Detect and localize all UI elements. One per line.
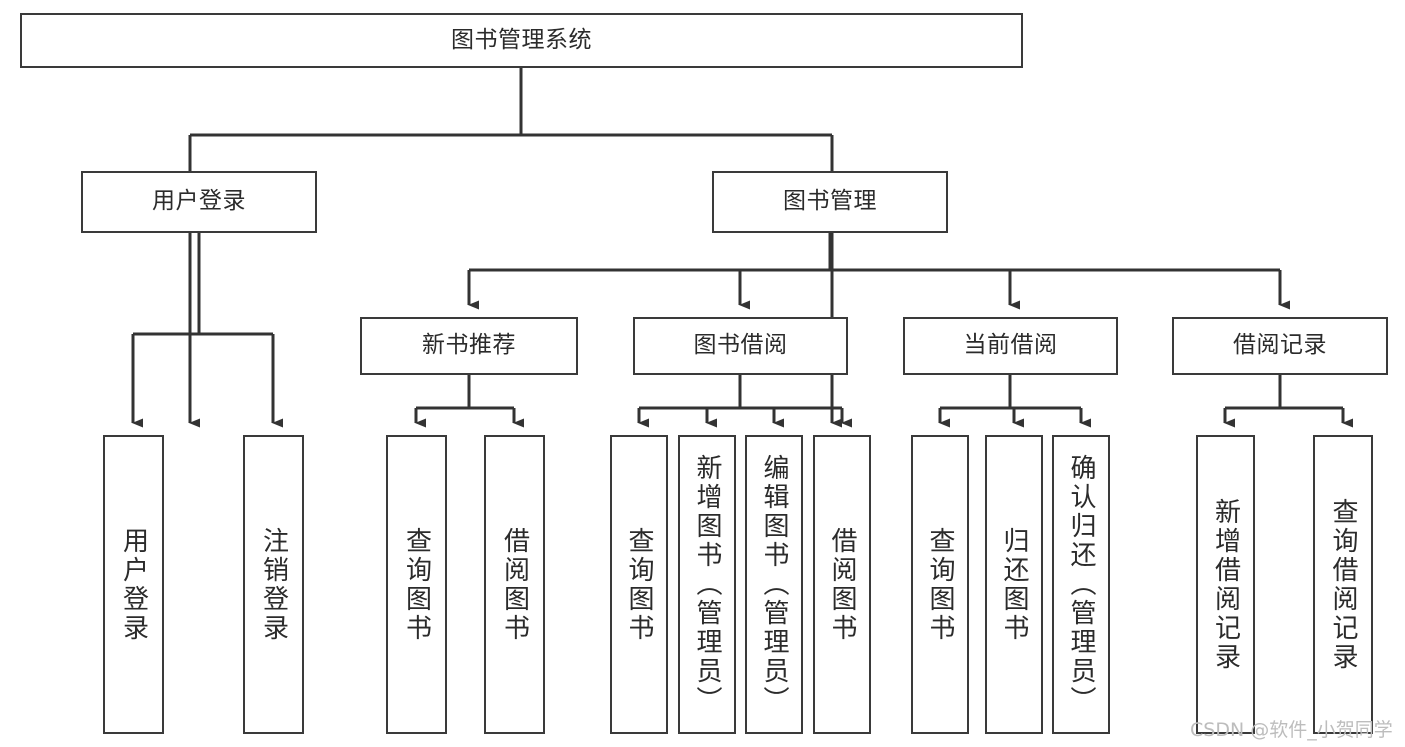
node-label: 图书管理	[783, 188, 877, 215]
node-book-borrow[interactable]: 图书借阅	[633, 317, 848, 375]
node-label: 查询图书	[925, 526, 956, 643]
node-leaf-query-book[interactable]: 查询图书	[610, 435, 668, 734]
node-leaf-query-book-rec[interactable]: 查询图书	[386, 435, 447, 734]
node-leaf-confirm-return-admin[interactable]: 确认归还（管理员）	[1052, 435, 1110, 734]
node-leaf-return-book[interactable]: 归还图书	[985, 435, 1043, 734]
node-leaf-logout[interactable]: 注销登录	[243, 435, 304, 734]
node-leaf-borrow-book-rec[interactable]: 借阅图书	[484, 435, 545, 734]
node-label: 新增借阅记录	[1210, 497, 1241, 672]
node-label: 用户登录	[152, 188, 246, 215]
node-leaf-user-login[interactable]: 用户登录	[103, 435, 164, 734]
node-label: 注销登录	[258, 526, 289, 643]
node-leaf-add-book-admin[interactable]: 新增图书（管理员）	[678, 435, 736, 734]
node-leaf-add-borrow-record[interactable]: 新增借阅记录	[1196, 435, 1255, 734]
node-label: 图书借阅	[693, 332, 788, 359]
node-new-book-recommend[interactable]: 新书推荐	[360, 317, 578, 375]
node-current-borrow[interactable]: 当前借阅	[903, 317, 1118, 375]
node-leaf-query-borrow-record[interactable]: 查询借阅记录	[1313, 435, 1373, 734]
node-label: 编辑图书（管理员）	[759, 454, 790, 715]
node-root-system[interactable]: 图书管理系统	[20, 13, 1023, 68]
node-user-login[interactable]: 用户登录	[81, 171, 317, 233]
node-label: 查询图书	[624, 526, 655, 643]
node-label: 查询借阅记录	[1328, 497, 1359, 672]
node-label: 确认归还（管理员）	[1066, 454, 1097, 715]
node-label: 查询图书	[401, 526, 432, 643]
node-borrow-record[interactable]: 借阅记录	[1172, 317, 1388, 375]
node-leaf-borrow-book[interactable]: 借阅图书	[813, 435, 871, 734]
node-leaf-edit-book-admin[interactable]: 编辑图书（管理员）	[745, 435, 803, 734]
node-label: 新增图书（管理员）	[692, 454, 723, 715]
node-leaf-query-book-current[interactable]: 查询图书	[911, 435, 969, 734]
node-label: 归还图书	[999, 526, 1030, 643]
node-label: 用户登录	[118, 526, 149, 643]
node-label: 新书推荐	[422, 332, 516, 359]
node-book-manage[interactable]: 图书管理	[712, 171, 948, 233]
watermark-text: CSDN @软件_小贺同学	[1190, 719, 1393, 741]
node-label: 图书管理系统	[451, 26, 592, 53]
node-label: 当前借阅	[963, 332, 1058, 359]
node-label: 借阅图书	[499, 526, 530, 643]
node-label: 借阅图书	[827, 526, 858, 643]
node-label: 借阅记录	[1233, 332, 1327, 359]
